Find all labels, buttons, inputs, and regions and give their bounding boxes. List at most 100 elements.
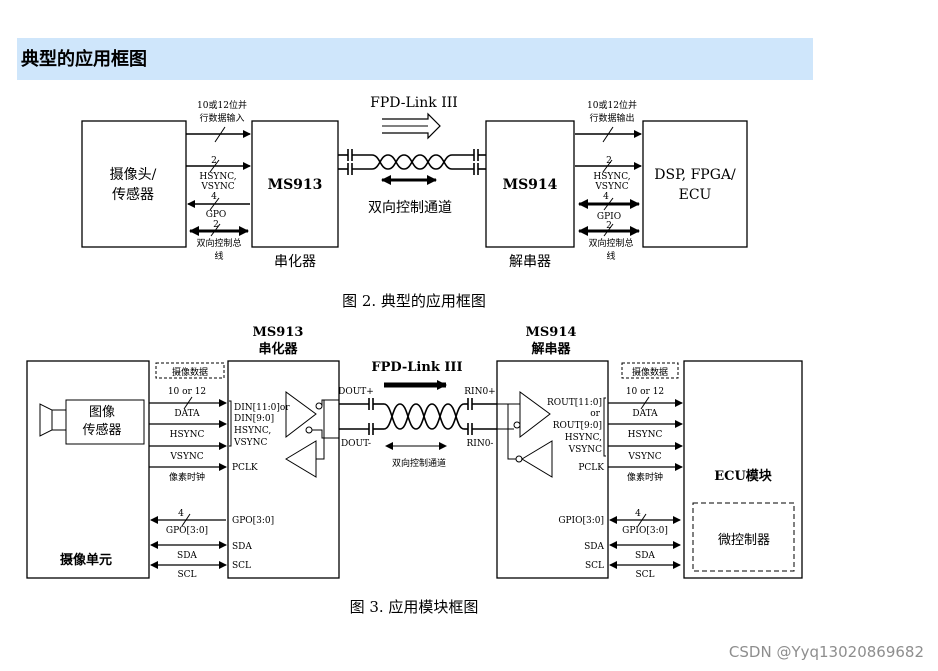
cam-data-tag-left [155, 362, 225, 379]
left-num-4: 4 [211, 192, 217, 202]
rin-minus: RIN0- [467, 439, 494, 449]
cam-data-tag-right [621, 362, 679, 379]
bus-slash [181, 513, 191, 527]
fig3-link-subtitle: 双向控制通道 [392, 457, 446, 469]
ms914-title: MS914 [526, 325, 577, 340]
rout-line-1: ROUT[11:0] [547, 398, 602, 408]
gpo-label: GPO [206, 210, 227, 220]
bus-slash [214, 126, 226, 143]
serializer-label: 串化器 [274, 254, 316, 270]
left-data-label-1: 10或12位并 [197, 99, 247, 111]
ms913-block [227, 360, 340, 579]
gpio-label: GPIO [597, 212, 621, 222]
ms914-block [496, 360, 609, 579]
fig3-twisted-pair [339, 398, 497, 435]
ser-pclk: PCLK [232, 463, 258, 473]
bus-slash [637, 513, 647, 527]
left-data: DATA [174, 409, 200, 419]
dout-plus: DOUT+ [338, 387, 374, 397]
figure-3: MS913 串化器 MS914 解串器 图像 传感器 摄像单元 DIN[11:0… [26, 325, 803, 616]
ser-gpo: GPO[3:0] [232, 516, 274, 526]
left-scl: SCL [177, 570, 196, 580]
cam-data-tag-right-label: 摄像数据 [632, 366, 668, 378]
right-gpio: GPIO[3:0] [622, 526, 668, 536]
camera-sensor-label-1: 摄像头/ [110, 167, 157, 183]
camera-sensor-box [81, 120, 187, 248]
cam-data-tag-left-label: 摄像数据 [172, 366, 208, 378]
bus-slash [640, 396, 650, 410]
left-num-2b: 2 [213, 220, 219, 230]
dsp-ecu-label-2: ECU [679, 187, 712, 203]
right-num-4: 4 [603, 192, 609, 202]
des-scl: SCL [585, 561, 604, 571]
fig3-caption: 图 3. 应用模块框图 [350, 598, 479, 616]
right-data: DATA [632, 409, 658, 419]
right-scl: SCL [635, 570, 654, 580]
bus-slash [602, 159, 613, 173]
left-sda: SDA [177, 551, 197, 561]
des-sda: SDA [584, 542, 604, 552]
figure-2: 摄像头/ 传感器 MS913 串化器 MS914 解串器 DSP, FPGA/ … [81, 95, 748, 310]
csdn-watermark: CSDN @Yyq13020869682 [728, 643, 924, 661]
right-hsync: HSYNC [628, 430, 663, 440]
fig3-link-title: FPD-Link III [371, 360, 462, 375]
rout-line-4: HSYNC, [565, 433, 602, 443]
right-num-2: 2 [606, 156, 612, 166]
din-line-1: DIN[11:0]or [234, 403, 290, 413]
deserializer-title: 解串器 [530, 341, 571, 357]
right-vsync: VSYNC [594, 182, 628, 192]
camera-unit-label: 摄像单元 [60, 552, 112, 568]
rout-line-5: VSYNC [568, 445, 602, 455]
ms913-title: MS913 [253, 325, 304, 340]
right-sda: SDA [635, 551, 655, 561]
dsp-ecu-label-1: DSP, FPGA/ [654, 167, 736, 183]
camera-sensor-label-2: 传感器 [112, 186, 154, 203]
link-direction-arrow [382, 112, 441, 140]
dsp-ecu-box [642, 120, 748, 248]
bus-slash [602, 126, 614, 143]
left-ctrl-label-1: 双向控制总 [196, 237, 241, 249]
mcu-box [692, 502, 795, 572]
left-vsync: VSYNC [200, 182, 234, 192]
right-data-label-2: 行数据输出 [589, 112, 634, 124]
left-data-label-2: 行数据输入 [199, 112, 244, 124]
bus-slash [209, 197, 220, 211]
left-vsync: VSYNC [169, 452, 203, 462]
twisted-pair-cable [338, 149, 486, 175]
bracket [229, 400, 232, 447]
right-vsync: VSYNC [627, 452, 661, 462]
din-line-2: DIN[9:0] [234, 414, 274, 424]
dout-minus: DOUT- [341, 439, 371, 449]
right-four: 4 [635, 509, 641, 519]
left-four: 4 [178, 509, 184, 519]
deserializer-buffers [497, 391, 553, 478]
left-hsync: HSYNC [170, 430, 205, 440]
left-10or12: 10 or 12 [168, 387, 206, 397]
serializer-buffers [285, 391, 339, 478]
bus-slash [210, 223, 221, 237]
left-pixel-clock: 像素时钟 [169, 471, 205, 483]
right-hsync: HSYNC, [593, 172, 630, 182]
page-title: 典型的应用框图 [21, 49, 147, 70]
ecu-label: ECU模块 [714, 468, 773, 484]
rin-plus: RIN0+ [464, 387, 495, 397]
din-line-3: HSYNC, [234, 426, 271, 436]
bus-slash [209, 159, 220, 173]
ms913-label: MS913 [268, 177, 323, 193]
image-sensor-label-1: 图像 [89, 405, 115, 420]
left-num-2: 2 [211, 156, 217, 166]
left-gpo: GPO[3:0] [166, 526, 208, 536]
ms914-label: MS914 [503, 177, 558, 193]
link-subtitle: 双向控制通道 [368, 200, 452, 216]
bus-slash [603, 223, 614, 237]
image-sensor-box [65, 399, 145, 445]
des-gpio: GPIO[3:0] [558, 516, 604, 526]
ecu-box [683, 360, 803, 579]
fig2-caption: 图 2. 典型的应用框图 [342, 292, 486, 310]
serializer-title: 串化器 [258, 341, 298, 357]
mcu-label: 微控制器 [718, 533, 770, 548]
lens-icon [39, 403, 66, 437]
des-pclk: PCLK [578, 463, 604, 473]
bracket [603, 397, 606, 457]
ser-scl: SCL [232, 561, 251, 571]
